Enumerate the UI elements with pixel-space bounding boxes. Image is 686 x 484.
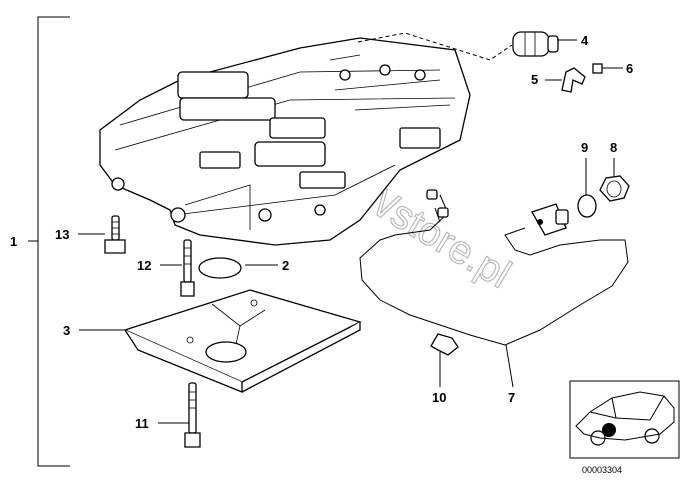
callout-7: 7 (508, 390, 515, 405)
drawing-number: 00003304 (582, 465, 622, 475)
solenoid-part (512, 31, 559, 57)
callout-12: 12 (137, 258, 151, 273)
wiring-harness-part (359, 189, 629, 346)
callout-3: 3 (63, 323, 70, 338)
bolt-13-part (104, 215, 126, 254)
assembly-bracket (28, 16, 70, 467)
callout-6: 6 (626, 61, 633, 76)
callout-4: 4 (581, 33, 589, 48)
bolt-12-part (180, 239, 195, 297)
hex-nut-part (599, 175, 630, 202)
valve-body (99, 37, 471, 246)
oil-filter-part (123, 289, 362, 393)
temperature-sensor (531, 203, 569, 236)
o-ring-part (198, 257, 242, 279)
o-ring-small-part (577, 194, 597, 218)
retaining-clip-part (561, 67, 586, 93)
callout-11: 11 (135, 416, 149, 431)
callout-10: 10 (432, 390, 446, 405)
callout-13: 13 (55, 227, 69, 242)
vehicle-thumbnail (569, 380, 680, 459)
callout-1: 1 (10, 234, 17, 249)
wire-clip-part (430, 333, 459, 356)
callout-2: 2 (282, 258, 289, 273)
callout-9: 9 (581, 140, 588, 155)
location-marker-icon (602, 423, 616, 437)
callout-5: 5 (531, 72, 538, 87)
callout-8: 8 (610, 140, 617, 155)
bolt-11-part (184, 382, 201, 448)
dashed-link (357, 32, 513, 61)
leader-lines (78, 39, 623, 424)
